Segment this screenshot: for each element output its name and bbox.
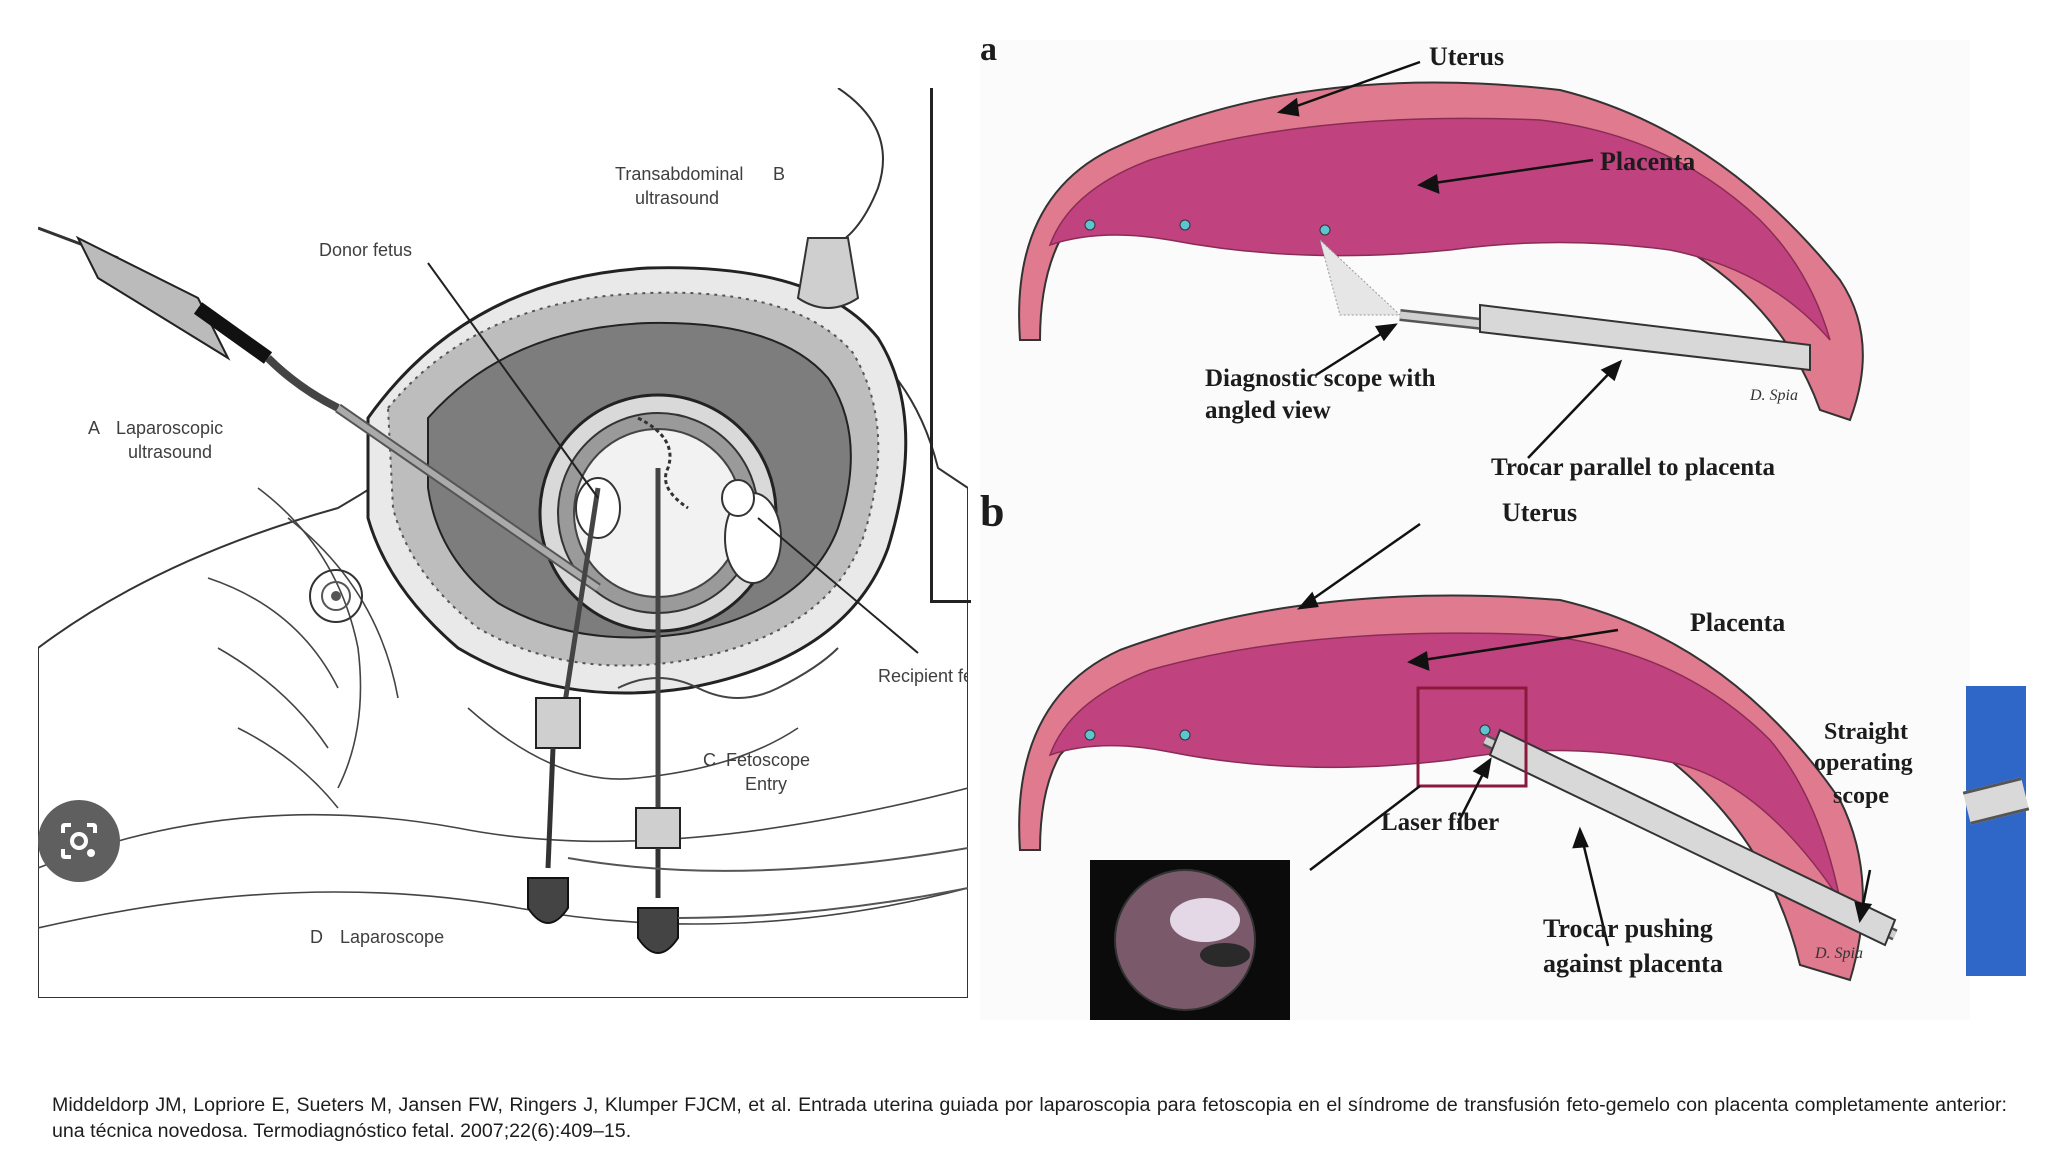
- laparoscopic-label-line2: ultrasound: [128, 442, 212, 462]
- citation-text: Middeldorp JM, Lopriore E, Sueters M, Ja…: [52, 1094, 2007, 1142]
- straight-scope-label-line2: operating: [1814, 750, 1913, 776]
- label-letter-d: D: [310, 927, 323, 947]
- laparoscope-eyepiece: [527, 877, 569, 924]
- donor-fetus-label: Donor fetus: [319, 240, 412, 260]
- panel-b-letter: b: [980, 487, 1004, 536]
- signature-b: D. Spia: [1814, 945, 1863, 962]
- diagnostic-scope-label-line2: angled view: [1205, 397, 1331, 424]
- label-letter-b: B: [773, 164, 785, 184]
- laser-fiber-label: Laser fiber: [1381, 809, 1499, 836]
- label-letter-a: A: [88, 418, 100, 438]
- fetoscope-label-line2: Entry: [745, 774, 787, 794]
- adjacent-image-edge: [1962, 686, 2030, 976]
- label-letter-c: C: [703, 750, 716, 770]
- left-figure-frame: [930, 88, 971, 603]
- google-lens-icon: [61, 823, 97, 859]
- donor-fetus-shape: [575, 477, 621, 539]
- trocar-b: [1488, 728, 1897, 947]
- fetoscope-eyepiece: [637, 907, 679, 954]
- laparoscopic-ultrasound-instrument: [75, 235, 231, 361]
- laparoscopic-label-line1: Laparoscopic: [116, 418, 223, 438]
- panel-a-placenta-label: Placenta: [1600, 147, 1695, 176]
- panel-b-placenta-label: Placenta: [1690, 608, 1785, 637]
- lens-button[interactable]: [38, 800, 120, 882]
- zoom-inset-box: [1416, 686, 1528, 788]
- recipient-label: Recipient fe: [878, 666, 968, 686]
- trocar-pushing-label-line2: against placenta: [1543, 949, 1723, 978]
- signature-a: D. Spia: [1749, 387, 1798, 404]
- trocar-a: [1479, 303, 1811, 372]
- diagnostic-scope-label-line1: Diagnostic scope with: [1205, 365, 1436, 392]
- transabdominal-probe: [796, 237, 860, 309]
- panel-a-letter: a: [980, 40, 997, 68]
- uterine-entry-drawing: a Uterus Placenta Diagnostic scope with …: [980, 31, 1913, 1020]
- laparoscope-label: Laparoscope: [340, 927, 444, 947]
- trocar-pushing-label-line1: Trocar pushing: [1543, 914, 1713, 943]
- uterine-entry-illustration: a Uterus Placenta Diagnostic scope with …: [980, 31, 1970, 1020]
- navel-shape: [309, 569, 363, 623]
- panel-a-uterus-label: Uterus: [1429, 42, 1504, 71]
- fetoscope-label-line1: Fetoscope: [726, 750, 810, 770]
- transabdominal-label-line2: ultrasound: [635, 188, 719, 208]
- laparoscopy-drawing: Transabdominal ultrasound B Donor fetus …: [37, 87, 973, 999]
- straight-scope-label-line3: scope: [1833, 783, 1889, 809]
- trocar-parallel-label: Trocar parallel to placenta: [1491, 454, 1775, 481]
- laparoscopy-illustration: Transabdominal ultrasound B Donor fetus …: [37, 87, 973, 999]
- straight-scope-label-line1: Straight: [1824, 719, 1908, 745]
- panel-b-uterus-label: Uterus: [1502, 498, 1577, 527]
- placenta-a: [1048, 117, 1831, 341]
- transabdominal-label-line1: Transabdominal: [615, 164, 743, 184]
